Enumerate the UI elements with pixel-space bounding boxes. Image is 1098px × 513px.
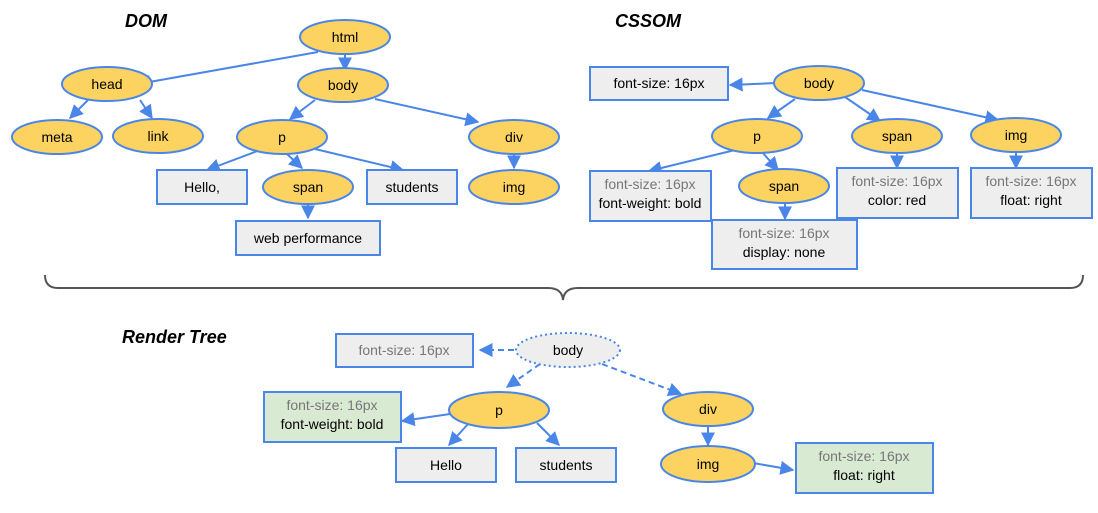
render-node-p-label: p — [495, 402, 503, 418]
edge-render-p-style — [400, 412, 451, 427]
cssom-span-style-box: font-size: 16px color: red — [836, 167, 959, 219]
cssom-body-style-text: font-size: 16px — [613, 75, 704, 91]
cssom-inner-span-style-line1: font-size: 16px — [738, 225, 829, 241]
render-body-style-box: font-size: 16px — [335, 333, 474, 368]
render-node-img: img — [660, 445, 756, 483]
cssom-node-p-label: p — [753, 128, 761, 144]
cssom-span-style-line2: color: red — [868, 192, 926, 208]
dom-text-hello-label: Hello, — [184, 179, 220, 195]
edge-p-span — [286, 153, 304, 169]
cssom-node-img-label: img — [1005, 127, 1028, 143]
cssom-inner-span-style-box: font-size: 16px display: none — [711, 219, 858, 270]
render-p-style-line2: font-weight: bold — [281, 416, 384, 432]
dom-node-link: link — [112, 118, 204, 154]
cssom-body-style-box: font-size: 16px — [589, 66, 729, 101]
render-img-style-line2: float: right — [833, 467, 895, 483]
cssom-node-body-label: body — [804, 75, 834, 91]
cssom-img-style-line2: float: right — [1000, 192, 1062, 208]
dom-text-web-performance: web performance — [235, 220, 381, 256]
edge-render-body-div — [601, 363, 683, 397]
dom-node-link-label: link — [147, 128, 169, 144]
dom-node-span-label: span — [293, 179, 323, 195]
render-img-style-line1: font-size: 16px — [818, 448, 909, 464]
cssom-p-style-line1: font-size: 16px — [604, 176, 695, 192]
cssom-title: CSSOM — [615, 11, 682, 31]
edge-cssom-body-span — [844, 96, 882, 122]
cssom-node-body: body — [773, 65, 865, 101]
edge-head-link — [139, 99, 153, 120]
cssom-img-style-box: font-size: 16px float: right — [970, 167, 1093, 219]
cssom-p-style-line2: font-weight: bold — [599, 195, 702, 211]
dom-node-meta-label: meta — [41, 129, 72, 145]
cssom-node-span: span — [851, 118, 943, 154]
dom-node-img-label: img — [503, 179, 526, 195]
cssom-p-style-box: font-size: 16px font-weight: bold — [589, 170, 712, 222]
render-text-hello: Hello — [395, 447, 497, 483]
dom-node-body: body — [297, 67, 389, 103]
cssom-node-inner-span: span — [738, 168, 830, 204]
dom-node-p-label: p — [278, 129, 286, 145]
render-node-p: p — [448, 391, 550, 429]
dom-text-web-performance-label: web performance — [253, 230, 362, 246]
dom-node-head: head — [61, 66, 153, 102]
render-text-students: students — [515, 447, 617, 483]
cssom-inner-span-style-line2: display: none — [743, 244, 826, 260]
edge-render-p-hello — [448, 423, 469, 447]
render-node-body-label: body — [553, 342, 583, 358]
dom-node-html-label: html — [332, 29, 358, 45]
cssom-img-style-line1: font-size: 16px — [985, 173, 1076, 189]
edge-head-meta — [69, 99, 89, 119]
edge-cssom-body-img — [861, 89, 1000, 125]
edge-p-students — [314, 148, 405, 174]
cssom-node-img: img — [970, 117, 1062, 153]
render-p-style-line1: font-size: 16px — [286, 397, 377, 413]
dom-node-p: p — [236, 119, 328, 155]
cssom-node-span-label: span — [882, 128, 912, 144]
dom-text-students: students — [366, 169, 458, 205]
render-tree-title: Render Tree — [122, 327, 227, 347]
edge-cssom-body-p — [766, 98, 796, 119]
dom-node-body-label: body — [328, 77, 358, 93]
dom-node-meta: meta — [11, 119, 103, 155]
dom-node-span: span — [262, 169, 354, 205]
dom-node-html: html — [299, 19, 391, 55]
render-p-style-box: font-size: 16px font-weight: bold — [263, 391, 402, 443]
edge-body-p — [288, 99, 316, 120]
edge-render-img-style — [752, 460, 795, 475]
edge-cssom-p-span — [761, 151, 779, 172]
dom-node-div: div — [468, 119, 560, 155]
edge-body-div — [374, 98, 480, 127]
cssom-node-inner-span-label: span — [769, 178, 799, 194]
render-text-students-label: students — [540, 457, 593, 473]
edge-html-head — [136, 51, 319, 89]
dom-node-div-label: div — [505, 129, 523, 145]
render-img-style-box: font-size: 16px float: right — [795, 442, 934, 494]
edge-cssom-body-style — [728, 77, 777, 92]
edge-p-hello — [205, 149, 261, 173]
render-node-body: body — [515, 332, 621, 368]
edge-render-body-p — [505, 363, 541, 388]
cssom-node-p: p — [711, 118, 803, 154]
cssom-edges — [647, 77, 1023, 221]
edge-render-p-students — [536, 422, 560, 446]
cssom-span-style-line1: font-size: 16px — [851, 173, 942, 189]
edge-cssom-p-style — [647, 149, 736, 175]
dom-node-img: img — [468, 169, 560, 205]
render-text-hello-label: Hello — [430, 457, 462, 473]
dom-edges — [69, 51, 521, 220]
render-node-img-label: img — [697, 456, 720, 472]
render-node-div: div — [662, 391, 754, 427]
render-node-div-label: div — [699, 401, 717, 417]
merge-brace — [44, 274, 1084, 301]
render-body-style-text: font-size: 16px — [358, 342, 449, 358]
dom-text-hello: Hello, — [156, 169, 248, 205]
dom-text-students-label: students — [386, 179, 439, 195]
render-edges — [400, 343, 795, 475]
dom-node-head-label: head — [91, 76, 122, 92]
dom-title: DOM — [125, 11, 168, 31]
